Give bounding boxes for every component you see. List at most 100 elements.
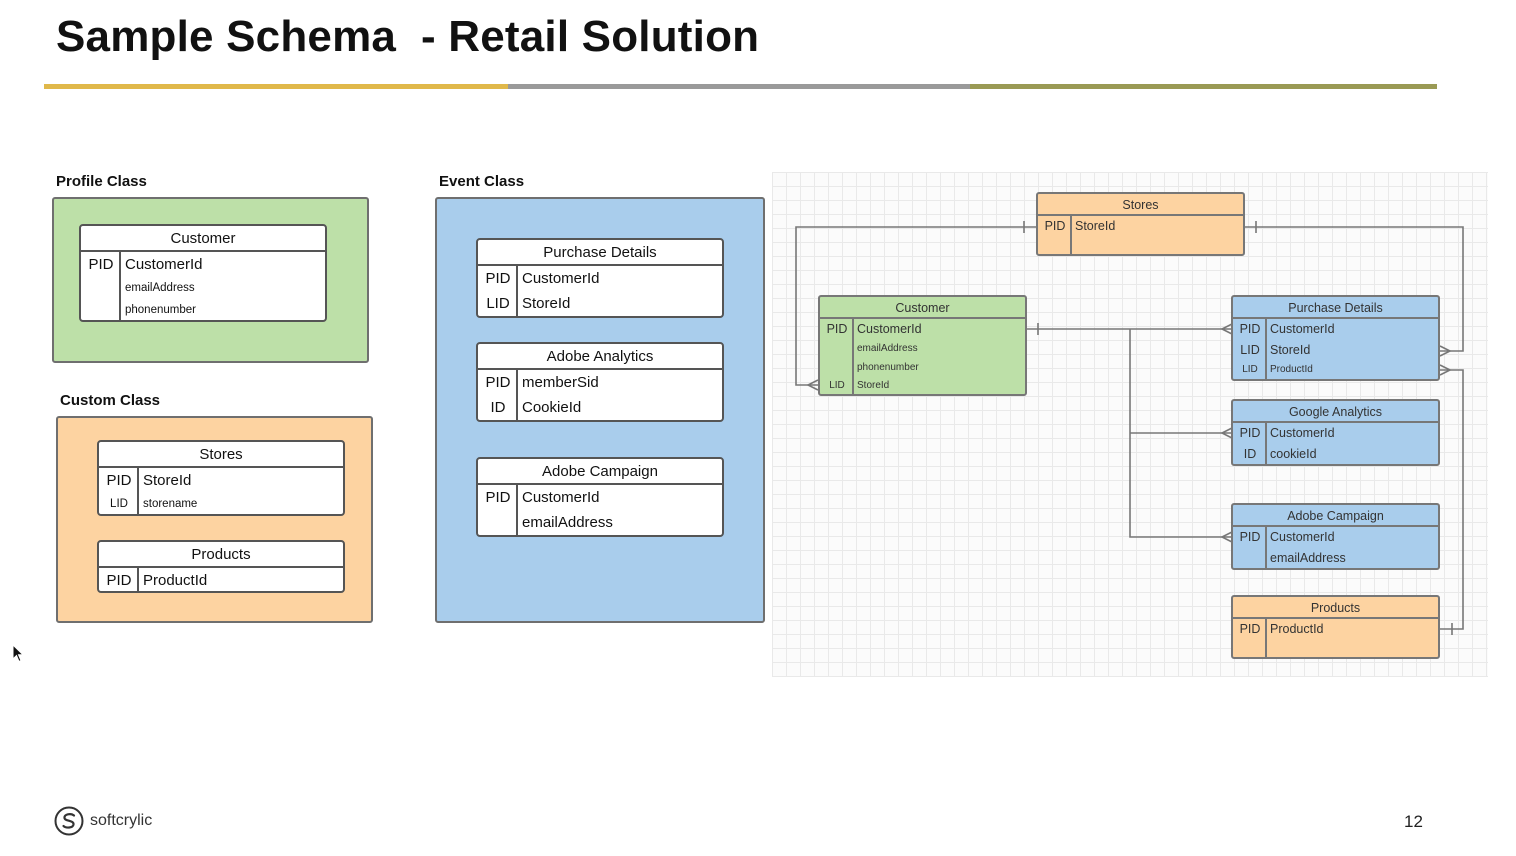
key-cell: PID (88, 256, 114, 273)
entity-row: emailAddress (820, 340, 1025, 359)
entity-title: Google Analytics (1233, 401, 1438, 423)
field-cell: emailAddress (522, 514, 613, 531)
table-title: Purchase Details (478, 240, 722, 266)
field-cell: CustomerId (522, 270, 600, 287)
table-title: Customer (81, 226, 325, 252)
softcrylic-logo-icon (54, 806, 84, 836)
entity-row: LID StoreId (1233, 340, 1438, 361)
custom-class-label: Custom Class (60, 392, 161, 409)
profile-class-label: Profile Class (56, 173, 147, 190)
table-row: PID CustomerId (478, 485, 722, 510)
entity-row: PID CustomerId (820, 319, 1025, 340)
field-cell: memberSid (522, 374, 599, 391)
field-cell: storename (143, 498, 198, 510)
key-cell: PID (106, 472, 132, 489)
key-cell: PID (485, 374, 511, 391)
erd-stores-entity: Stores PID StoreId (1036, 192, 1245, 256)
erd-adobe-campaign-entity: Adobe Campaign PID CustomerId emailAddres… (1231, 503, 1440, 570)
products-purchase-link (1440, 369, 1464, 630)
erd-customer-entity: Customer PID CustomerId emailAddress phon… (818, 295, 1027, 396)
field-cell: StoreId (1075, 219, 1116, 233)
key-cell: ID (1243, 447, 1257, 461)
field-cell: StoreId (522, 295, 571, 312)
event-purchase-details-table: Purchase Details PID CustomerId LID StoreI… (476, 238, 724, 318)
key-cell: PID (826, 322, 848, 336)
title-rule-olive (970, 84, 1437, 89)
table-title: Adobe Analytics (478, 344, 722, 370)
entity-row: PID CustomerId (1233, 527, 1438, 548)
table-title: Products (99, 542, 343, 568)
key-cell: PID (1239, 426, 1261, 440)
entity-row: emailAddress (1233, 548, 1438, 568)
entity-title: Customer (820, 297, 1025, 319)
entity-row: PID CustomerId (1233, 423, 1438, 444)
key-cell: PID (485, 270, 511, 287)
brand-name: softcrylic (90, 812, 153, 829)
custom-stores-table: Stores PID StoreId LID storename (97, 440, 345, 516)
field-cell: phonenumber (125, 304, 196, 316)
field-cell: emailAddress (1270, 551, 1346, 565)
entity-row: ID cookieId (1233, 444, 1438, 464)
entity-row: phonenumber (820, 359, 1025, 378)
field-cell: StoreId (143, 472, 192, 489)
field-cell: emailAddress (125, 282, 195, 294)
entity-title: Adobe Campaign (1233, 505, 1438, 527)
table-row: PID CustomerId (478, 266, 722, 291)
key-cell: LID (1240, 343, 1260, 357)
entity-title: Products (1233, 597, 1438, 619)
field-cell: StoreId (857, 380, 890, 391)
field-cell: CookieId (522, 399, 582, 416)
field-cell: phonenumber (857, 361, 919, 373)
table-row: LID storename (99, 493, 343, 514)
field-cell: ProductId (143, 572, 208, 589)
field-cell: CustomerId (522, 489, 600, 506)
title-rule-gold (44, 84, 508, 89)
mouse-cursor-icon (12, 644, 25, 663)
title-rule-gray (508, 84, 970, 89)
field-cell: StoreId (1270, 343, 1311, 357)
key-cell: PID (1044, 219, 1066, 233)
field-cell: CustomerId (857, 322, 922, 336)
key-cell: LID (110, 498, 128, 510)
entity-row: PID ProductId (1233, 619, 1438, 640)
slide-title: Sample Schema - Retail Solution (56, 12, 760, 61)
key-cell: PID (1239, 322, 1261, 336)
key-cell: PID (1239, 530, 1261, 544)
key-cell: ID (490, 399, 506, 416)
field-cell: CustomerId (1270, 530, 1335, 544)
key-cell: LID (829, 380, 845, 391)
key-cell: PID (485, 489, 511, 506)
field-cell: CustomerId (1270, 322, 1335, 336)
key-cell: PID (1239, 622, 1261, 636)
field-cell: emailAddress (857, 343, 918, 354)
field-cell: CustomerId (1270, 426, 1335, 440)
entity-row: PID StoreId (1038, 216, 1243, 237)
table-title: Stores (99, 442, 343, 468)
table-row: ID CookieId (478, 395, 722, 420)
entity-row: PID CustomerId (1233, 319, 1438, 340)
event-class-label: Event Class (439, 173, 525, 190)
table-row: emailAddress (81, 277, 325, 299)
table-row: PID memberSid (478, 370, 722, 395)
field-cell: cookieId (1270, 447, 1317, 461)
table-row: phonenumber (81, 299, 325, 320)
table-row: emailAddress (478, 510, 722, 535)
table-row: LID StoreId (478, 291, 722, 316)
key-cell: LID (486, 295, 510, 312)
field-cell: ProductId (1270, 622, 1324, 636)
event-adobe-analytics-table: Adobe Analytics PID memberSid ID CookieId (476, 342, 724, 422)
page-number: 12 (1404, 812, 1423, 831)
field-cell: ProductId (1270, 364, 1313, 375)
entity-row: LID ProductId (1233, 361, 1438, 379)
entity-title: Stores (1038, 194, 1243, 216)
field-cell: CustomerId (125, 256, 203, 273)
erd-google-analytics-entity: Google Analytics PID CustomerId ID cookieI… (1231, 399, 1440, 466)
erd-products-entity: Products PID ProductId (1231, 595, 1440, 659)
profile-customer-table: Customer PID CustomerId emailAddress phon… (79, 224, 327, 322)
key-cell: LID (1242, 364, 1258, 375)
